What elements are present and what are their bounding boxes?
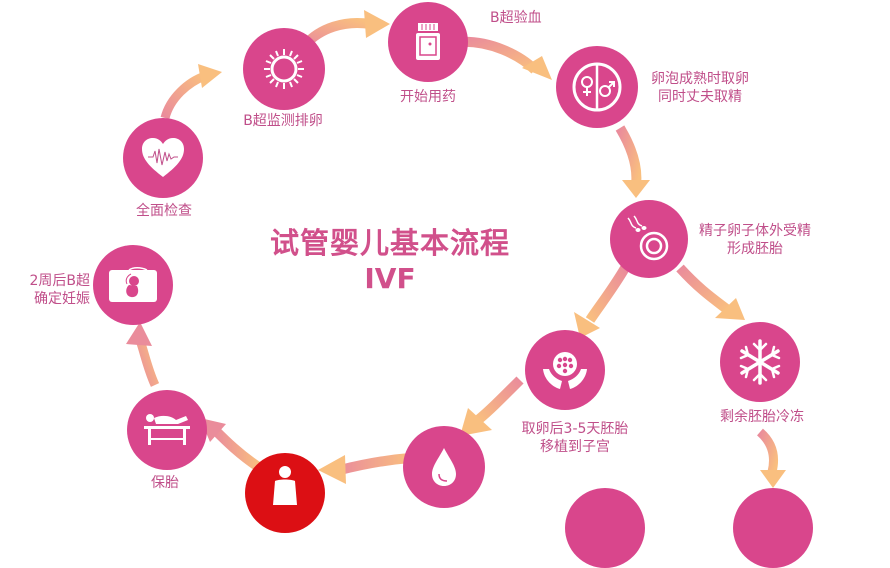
arrow-2 <box>301 10 390 49</box>
step-label-confirm-pregnancy: 2周后B超 确定妊娠 <box>29 273 90 307</box>
diagram-subtitle: IVF <box>364 262 416 295</box>
step-freeze-embryo <box>720 322 800 402</box>
step-label-ultrasound-blood: B超验血 <box>490 10 542 26</box>
diagram-title: 试管婴儿基本流程 <box>269 226 510 260</box>
step-label-start-medication: 开始用药 <box>400 89 456 105</box>
step-partial-bottom-1 <box>565 488 645 568</box>
arrow-3 <box>457 36 552 80</box>
medicine-bottle-icon <box>416 23 440 60</box>
arrow-7 <box>756 428 786 488</box>
step-label-full-check: 全面检查 <box>136 203 192 219</box>
arrow-10 <box>200 418 263 473</box>
step-fertilization <box>610 200 688 278</box>
sun-follicle-icon <box>264 49 304 89</box>
step-full-check <box>123 118 203 198</box>
ivf-process-diagram: 试管婴儿基本流程 IVF 全面检查 B超监测排卵 <box>29 2 813 568</box>
bed-rest-icon <box>144 414 190 445</box>
step-label-protect-pregnancy: 保胎 <box>151 475 179 491</box>
arrow-1 <box>160 64 222 120</box>
hands-embryo-icon <box>543 352 587 389</box>
snowflake-icon <box>739 339 781 385</box>
step-embryo-transfer <box>525 330 605 410</box>
step-ultrasound-ovulation <box>243 28 325 110</box>
woman-icon <box>273 466 297 505</box>
step-label-embryo-transfer: 取卵后3-5天胚胎 移植到子宫 <box>521 421 629 455</box>
step-confirm-pregnancy <box>93 245 173 325</box>
step-drop <box>403 426 485 508</box>
step-label-fertilization: 精子卵子体外受精 形成胚胎 <box>699 223 811 257</box>
step-start-medication <box>388 2 468 82</box>
step-label-freeze-embryo: 剩余胚胎冷冻 <box>720 409 804 425</box>
arrow-11 <box>126 322 160 387</box>
arrow-4 <box>615 125 650 198</box>
step-label-egg-sperm-retrieval: 卵泡成熟时取卵 同时丈夫取精 <box>651 71 749 105</box>
arrow-6 <box>574 265 630 338</box>
heart-ecg-icon <box>142 138 184 177</box>
sperm-egg-icon <box>627 215 669 261</box>
step-label-ultrasound-ovulation: B超监测排卵 <box>243 113 323 129</box>
arrow-5 <box>676 264 745 320</box>
step-protect-pregnancy <box>127 390 207 470</box>
arrow-8 <box>460 376 524 436</box>
drop-icon <box>432 448 456 486</box>
gender-symbols-icon <box>572 62 622 112</box>
arrow-9 <box>318 453 411 484</box>
step-woman <box>245 453 325 533</box>
step-partial-bottom-2 <box>733 488 813 568</box>
step-egg-sperm-retrieval <box>556 46 638 128</box>
ultrasound-fetus-icon <box>109 267 157 302</box>
